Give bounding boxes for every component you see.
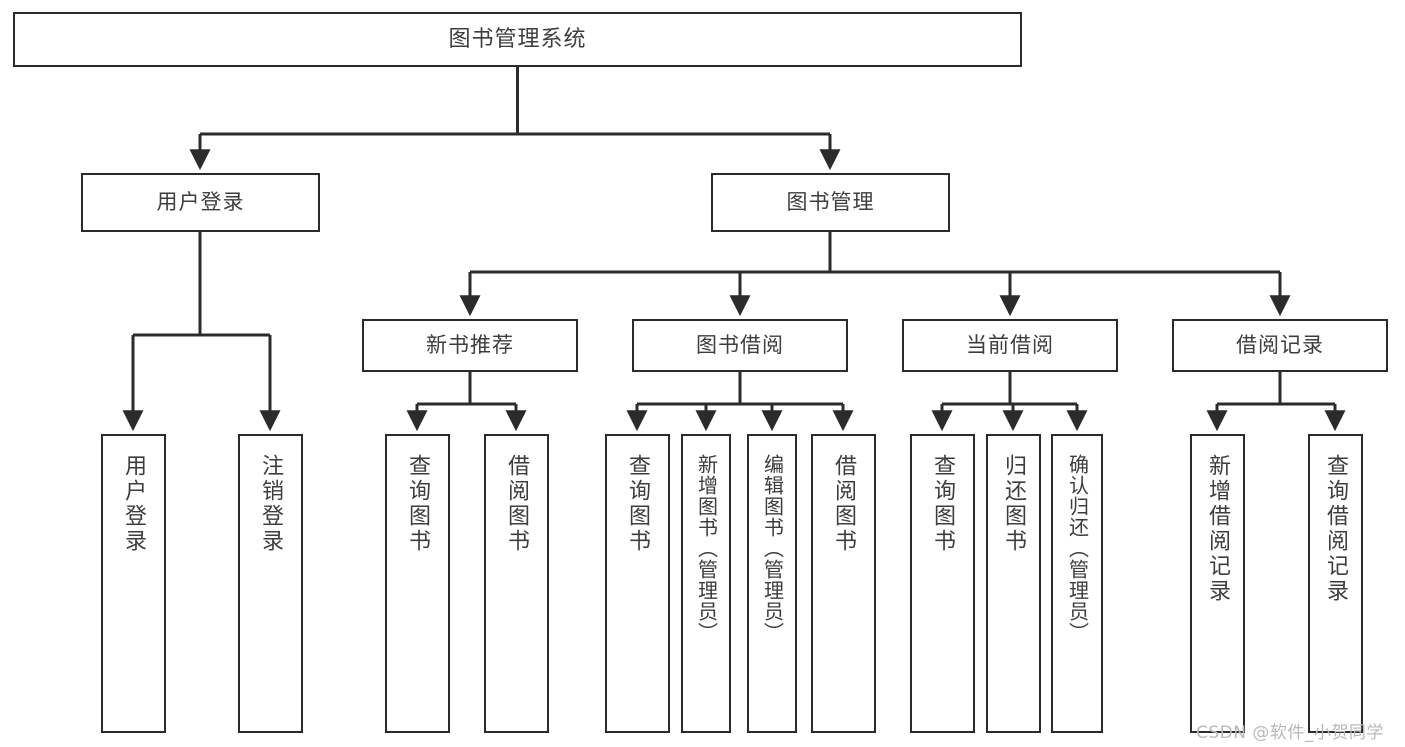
node-label: 借阅记录	[1236, 333, 1324, 358]
node-leaf-borrow-book[interactable]: 借阅图书	[811, 434, 876, 733]
node-label: 用户登录	[156, 190, 245, 215]
node-borrow-record[interactable]: 借阅记录	[1172, 319, 1388, 372]
node-label: 新书推荐	[426, 333, 514, 358]
node-label: 用户登录	[121, 454, 147, 554]
node-root-system[interactable]: 图书管理系统	[13, 12, 1022, 67]
node-label: 确认归还（管理员）	[1065, 454, 1090, 643]
node-leaf-query-book-current[interactable]: 查询图书	[910, 434, 975, 733]
node-label: 图书借阅	[696, 333, 784, 358]
node-label: 图书管理	[786, 190, 875, 215]
node-label: 查询借阅记录	[1323, 454, 1349, 604]
node-leaf-return-book[interactable]: 归还图书	[986, 434, 1041, 733]
node-label: 查询图书	[405, 454, 431, 554]
node-current-borrow[interactable]: 当前借阅	[902, 319, 1118, 372]
node-label: 当前借阅	[966, 333, 1054, 358]
node-label: 新增借阅记录	[1205, 454, 1231, 604]
node-leaf-borrow-book-rec[interactable]: 借阅图书	[484, 434, 549, 733]
node-label: 注销登录	[258, 454, 284, 554]
node-label: 借阅图书	[831, 454, 857, 554]
node-leaf-add-book-admin[interactable]: 新增图书（管理员）	[681, 434, 731, 733]
node-book-borrow[interactable]: 图书借阅	[632, 319, 848, 372]
node-leaf-edit-book-admin[interactable]: 编辑图书（管理员）	[747, 434, 797, 733]
node-leaf-user-login[interactable]: 用户登录	[101, 434, 166, 733]
node-leaf-logout[interactable]: 注销登录	[238, 434, 303, 733]
node-leaf-query-book-borrow[interactable]: 查询图书	[605, 434, 670, 733]
node-label: 查询图书	[625, 454, 651, 554]
node-label: 新增图书（管理员）	[694, 454, 719, 643]
node-label: 图书管理系统	[448, 26, 587, 52]
node-leaf-confirm-return-admin[interactable]: 确认归还（管理员）	[1051, 434, 1103, 733]
node-user-login[interactable]: 用户登录	[81, 173, 320, 232]
node-label: 编辑图书（管理员）	[760, 454, 785, 643]
node-book-manage[interactable]: 图书管理	[711, 173, 950, 232]
node-leaf-query-book-rec[interactable]: 查询图书	[385, 434, 450, 733]
node-leaf-add-borrow-record[interactable]: 新增借阅记录	[1190, 434, 1245, 733]
node-leaf-query-borrow-record[interactable]: 查询借阅记录	[1308, 434, 1363, 733]
node-new-book-recommend[interactable]: 新书推荐	[362, 319, 578, 372]
node-label: 归还图书	[1001, 454, 1027, 554]
csdn-watermark: CSDN @软件_小贺同学	[1196, 723, 1384, 743]
node-label: 借阅图书	[504, 454, 530, 554]
node-label: 查询图书	[930, 454, 956, 554]
